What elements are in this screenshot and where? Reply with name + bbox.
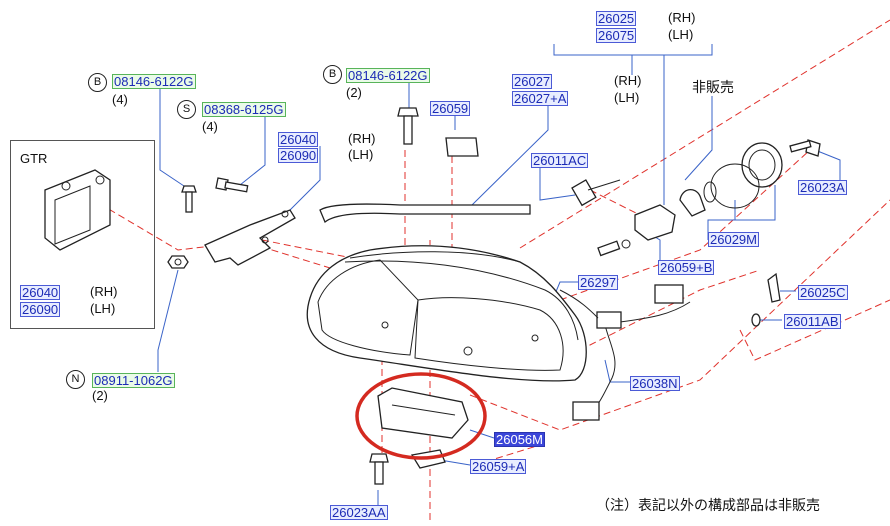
part-26025c[interactable]: 26025C [798,285,848,300]
bolt-26023a-part [789,139,821,157]
qty-s1: (4) [202,119,218,134]
qty-b1: (4) [112,92,128,107]
gtr-lh-label: (LH) [90,301,116,316]
guide-dash-11 [739,299,890,361]
part-26297[interactable]: 26297 [578,275,619,290]
leader-26011ac [539,165,576,201]
mount-bracket-part [204,209,296,266]
rh-label-26025: (RH) [668,10,696,25]
leader-notsold [684,96,713,181]
part-08146-6122g-b[interactable]: 08146-6122G [346,68,430,83]
qty-n1: (2) [92,388,108,403]
guide-dash-13 [589,189,641,216]
part-26056m[interactable]: 26056M [494,432,545,447]
part-26027[interactable]: 26027 [512,74,553,89]
lamp-cap-part [710,142,783,209]
gtr-rh-label: (RH) [90,284,118,299]
bulb-26011ab-part [751,313,761,327]
part-26075[interactable]: 26075 [596,28,637,43]
leader-26029m-2 [735,185,776,221]
code-b2-circle: B [323,65,342,84]
part-08911-1062g[interactable]: 08911-1062G [92,373,175,388]
lh-label-26027a: (LH) [614,90,640,105]
bolt-b2-part [397,107,419,145]
qty-b2: (2) [346,85,362,100]
leader-26038n [604,359,630,383]
gtr-part-26040[interactable]: 26040 [20,285,61,300]
guide-dash-10 [469,199,890,431]
bulb-26025c-part [767,272,781,303]
lower-bracket-part [377,387,469,439]
not-sold-label: 非販売 [692,79,734,95]
leader-26027 [471,105,549,206]
part-26040[interactable]: 26040 [278,132,319,147]
part-26029m[interactable]: 26029M [708,232,759,247]
gtr-inset-box [10,140,155,329]
part-26027a[interactable]: 26027+A [512,91,569,106]
nut-part [167,255,189,269]
headlamp-housing [306,245,587,382]
gtr-title: GTR [20,151,48,166]
leader-26056m [469,429,495,439]
rh-label-26040: (RH) [348,131,376,146]
part-26059a[interactable]: 26059+A [470,459,527,474]
code-b-circle: B [88,73,107,92]
rh-label-26027: (RH) [614,73,642,88]
part-08368-6125g[interactable]: 08368-6125G [202,102,286,117]
part-26011ac[interactable]: 26011AC [531,153,589,168]
gtr-part-26090[interactable]: 26090 [20,302,61,317]
part-26023aa[interactable]: 26023AA [330,505,388,520]
part-26023a[interactable]: 26023A [798,180,847,195]
trim-strip-part [319,203,531,224]
code-n-circle: N [66,370,85,389]
part-26025[interactable]: 26025 [596,11,637,26]
lh-label-26090: (LH) [348,147,374,162]
highlight-ring [355,372,487,460]
bulb-part [679,181,717,217]
part-26059[interactable]: 26059 [430,101,471,116]
part-08146-6122g-a[interactable]: 08146-6122G [112,74,196,89]
code-s-circle: S [177,100,196,119]
bolt-s1-part [215,177,249,193]
leader-b1 [159,88,191,191]
gasket-part [445,137,479,157]
gtr-bracket-part [44,169,111,251]
bolt-26023aa-part [369,453,389,485]
leader-26023a [814,149,841,180]
guide-dash-7 [519,19,890,249]
bulb-26297-part [597,239,631,257]
harness-part [559,289,691,421]
part-26090[interactable]: 26090 [278,148,319,163]
part-26059b[interactable]: 26059+B [658,260,715,275]
part-26011ab[interactable]: 26011AB [784,314,841,329]
bolt-b1-part [181,185,197,213]
leader-s1 [239,117,266,186]
leader-26029m [707,200,736,240]
ballast-part [634,204,676,241]
socket-26011ac-part [571,179,621,207]
connector-26059b-part [654,284,684,304]
leader-n1 [157,269,179,372]
footnote: （注）表記以外の構成部品は非販売 [596,497,820,513]
part-26038n[interactable]: 26038N [630,376,680,391]
guide-dash-9 [559,269,761,361]
leader-26025 [553,44,713,56]
lh-label-26075: (LH) [668,27,694,42]
leader-26040 [289,146,321,211]
